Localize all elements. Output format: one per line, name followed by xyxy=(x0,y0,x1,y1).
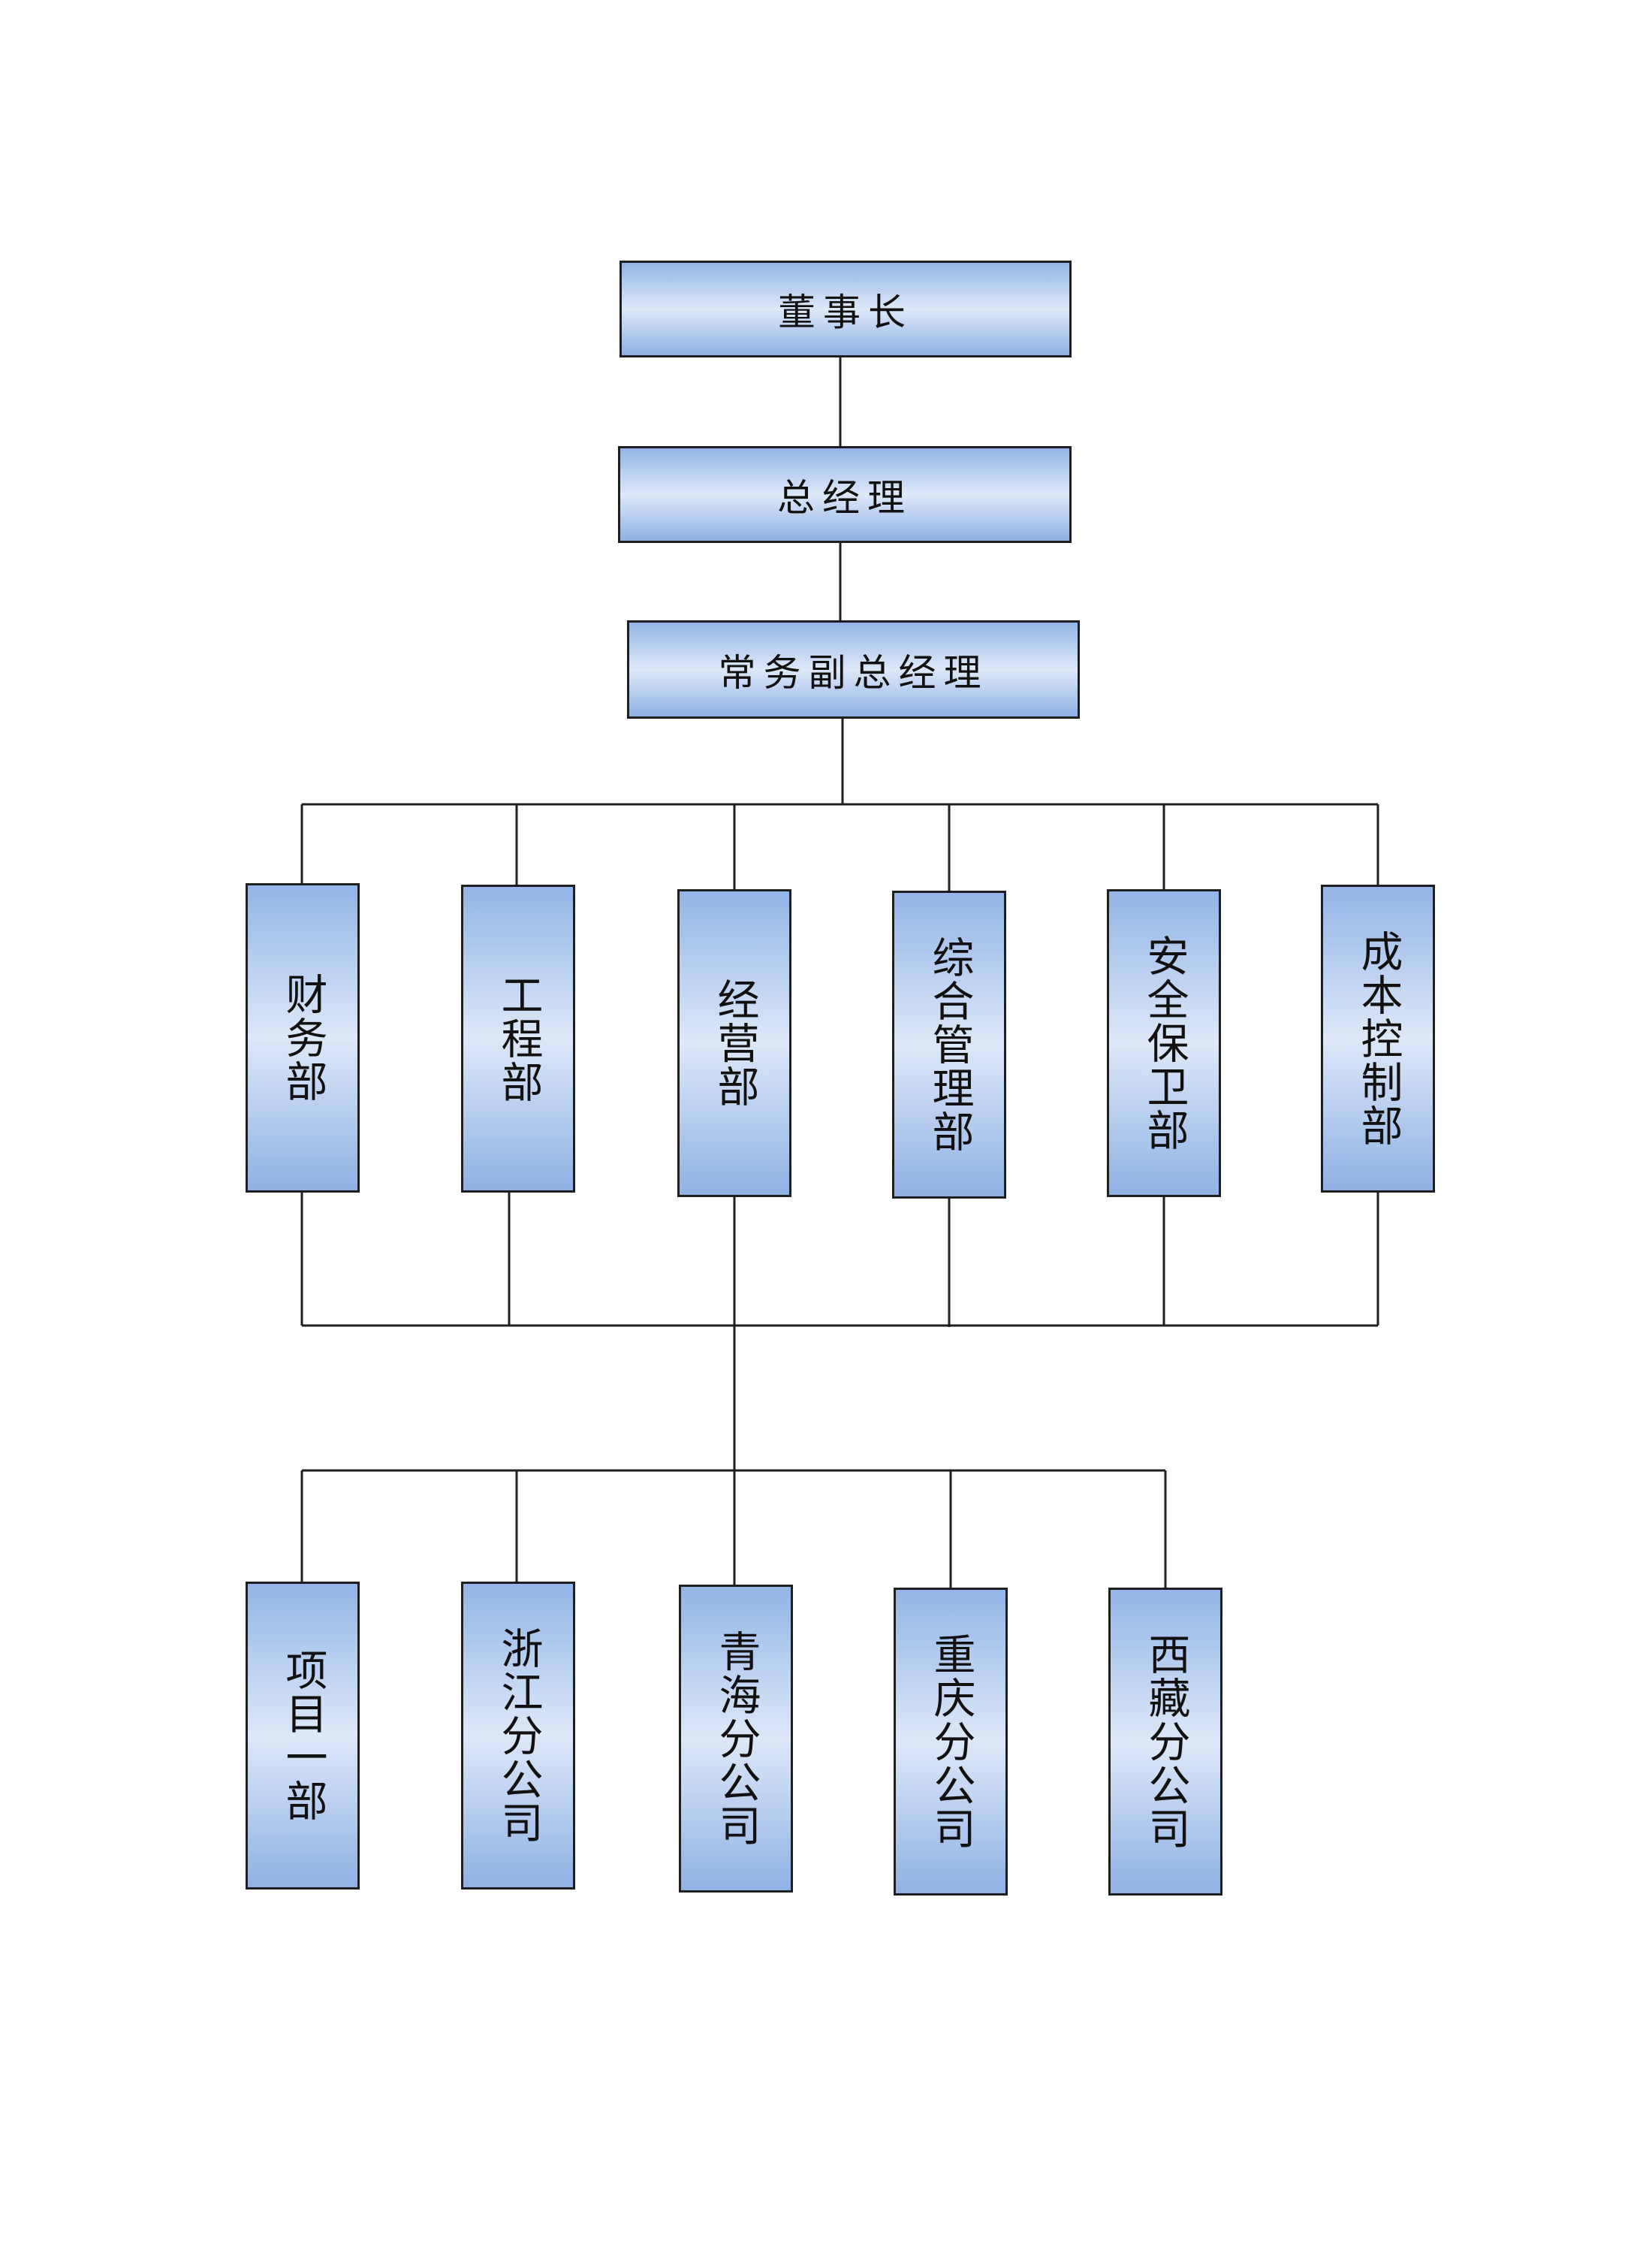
node-department-security: 安全保卫部 xyxy=(1107,889,1221,1197)
node-branch-qinghai-label: 青海分公司 xyxy=(712,1630,761,1847)
node-branch-zhejiang: 浙江分公司 xyxy=(461,1582,575,1890)
node-chairman-label: 董事长 xyxy=(778,290,913,334)
node-branch-chongqing-label: 重庆分公司 xyxy=(927,1633,975,1850)
node-branch-tibet: 西藏分公司 xyxy=(1108,1588,1222,1896)
node-general-manager-label: 总经理 xyxy=(777,475,912,520)
node-executive-deputy-gm-label: 常务副总经理 xyxy=(718,650,989,695)
node-branch-zhejiang-label: 浙江分公司 xyxy=(494,1627,543,1844)
node-branch-qinghai: 青海分公司 xyxy=(679,1585,793,1893)
node-chairman: 董事长 xyxy=(620,261,1072,357)
node-department-operations-label: 经营部 xyxy=(710,978,759,1108)
node-branch-chongqing: 重庆分公司 xyxy=(894,1588,1008,1896)
node-department-admin-label: 综合管理部 xyxy=(925,936,974,1154)
node-executive-deputy-gm: 常务副总经理 xyxy=(627,620,1080,719)
node-department-operations: 经营部 xyxy=(677,889,791,1197)
node-department-cost-control: 成本控制部 xyxy=(1321,885,1435,1193)
node-department-engineering: 工程部 xyxy=(461,885,575,1193)
node-department-finance-label: 财务部 xyxy=(279,973,327,1103)
node-branch-project-one: 项目一部 xyxy=(246,1582,360,1890)
node-department-security-label: 安全保卫部 xyxy=(1140,934,1189,1152)
node-general-manager: 总经理 xyxy=(618,446,1072,543)
node-department-engineering-label: 工程部 xyxy=(494,973,543,1104)
node-department-cost-control-label: 成本控制部 xyxy=(1354,930,1403,1148)
node-branch-project-one-label: 项目一部 xyxy=(279,1648,327,1823)
node-department-finance: 财务部 xyxy=(246,883,360,1193)
node-branch-tibet-label: 西藏分公司 xyxy=(1141,1633,1190,1850)
node-department-admin: 综合管理部 xyxy=(892,891,1006,1199)
